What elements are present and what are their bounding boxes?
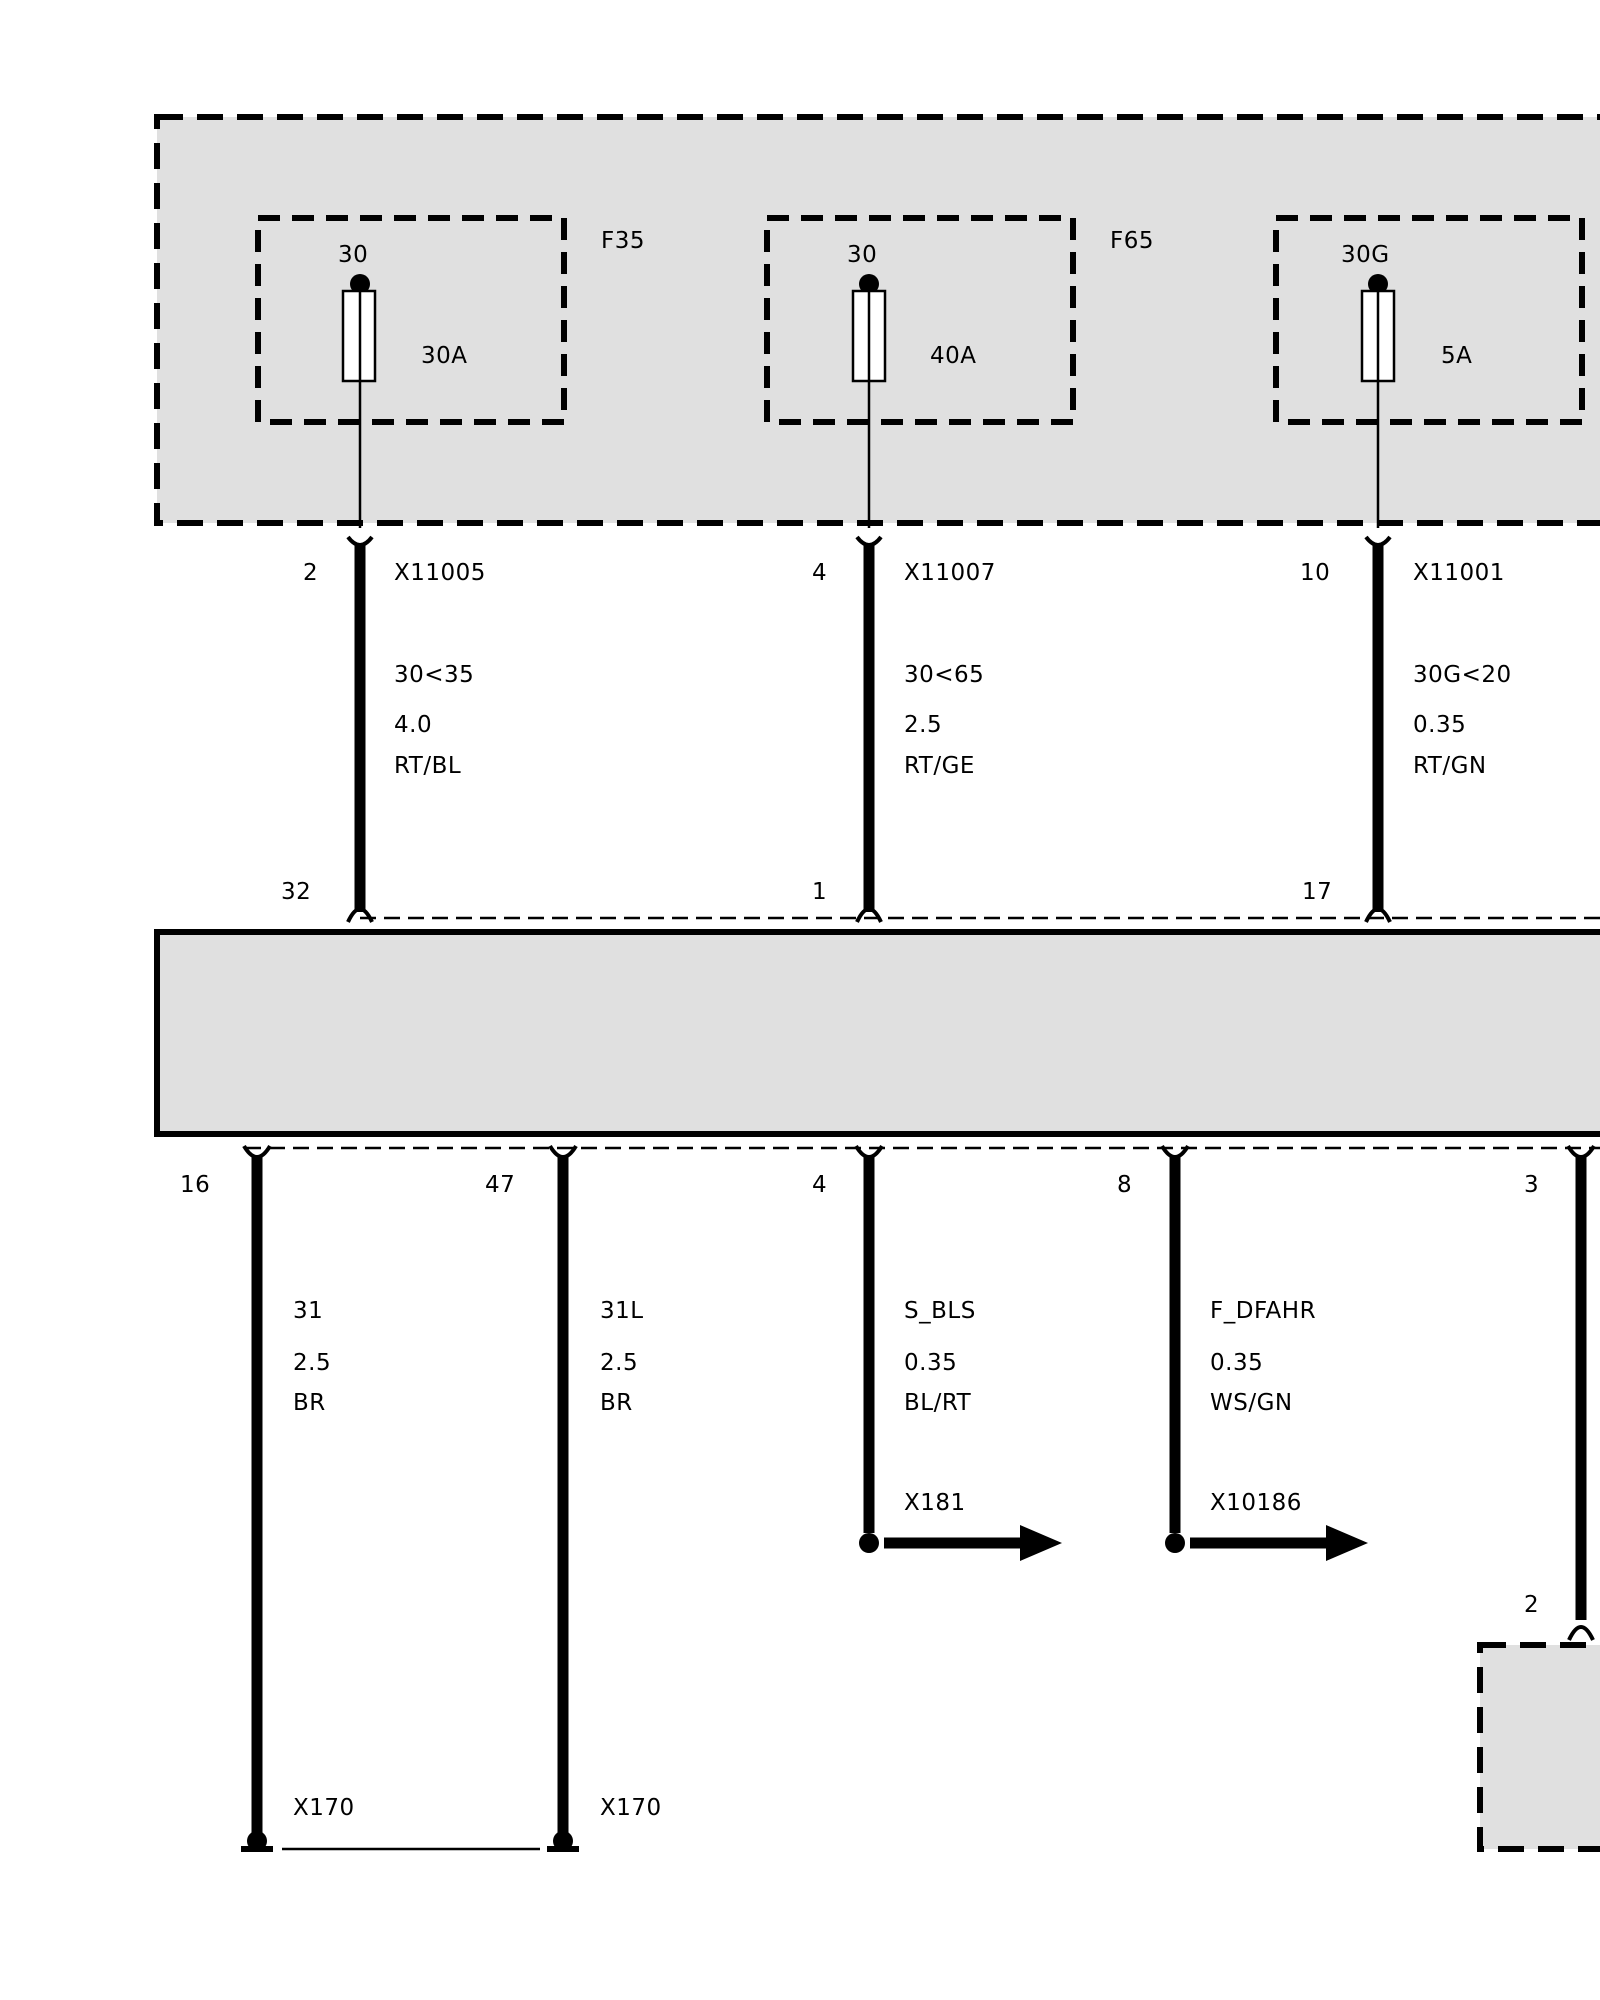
lower-wire-pin47: 47 31L 2.5 BR X170 — [485, 1144, 662, 1852]
fuse-f35: 30 F35 30A — [255, 215, 645, 528]
wire-signal: 31L — [600, 1298, 644, 1324]
wire-color: BL/RT — [904, 1390, 972, 1416]
wire-color: RT/GE — [904, 753, 975, 779]
fuse-30g-terminal: 30G — [1341, 242, 1390, 268]
wire-signal: 30<65 — [904, 662, 984, 688]
wire-color: RT/BL — [394, 753, 461, 779]
wire-signal: 30G<20 — [1413, 662, 1512, 688]
lower-wire-pin8: 8 F_DFAHR 0.35 WS/GN X10186 — [1117, 1144, 1368, 1561]
wire-end-connector: X10186 — [1210, 1490, 1302, 1516]
upper-wire-x11005: 2 X11005 30<35 4.0 RT/BL 32 — [281, 535, 486, 923]
wire-end-pin: 2 — [1524, 1592, 1539, 1618]
arrow-right-icon — [1020, 1525, 1062, 1561]
wire-top-pin: 10 — [1300, 560, 1330, 586]
fuse-f65-frame — [764, 215, 1076, 425]
arrow-right-icon — [1326, 1525, 1368, 1561]
upper-wire-x11001: 10 X11001 30G<20 0.35 RT/GN 17 — [1300, 535, 1512, 923]
wire-color: BR — [293, 1390, 326, 1416]
lower-wire-pin16: 16 31 2.5 BR X170 — [180, 1144, 355, 1852]
wire-gauge: 2.5 — [600, 1350, 638, 1376]
wire-bottom-pin: 1 — [812, 879, 827, 905]
fuse-f35-id: F35 — [601, 228, 645, 254]
component-box-partial — [1477, 1642, 1600, 1852]
pin-cap-top — [346, 535, 374, 547]
wire-color: RT/GN — [1413, 753, 1487, 779]
wire-gauge: 2.5 — [904, 712, 942, 738]
fuse-f35-rating: 30A — [421, 343, 468, 369]
fuse-f65: 30 F65 40A — [764, 215, 1154, 528]
wire-color: WS/GN — [1210, 1390, 1293, 1416]
fuse-30g: 30G 5A — [1273, 215, 1585, 528]
control-module — [154, 929, 1600, 1137]
fuse-f65-id: F65 — [1110, 228, 1154, 254]
wire-color: BR — [600, 1390, 633, 1416]
wire-bottom-pin: 17 — [1302, 879, 1332, 905]
wire-gauge: 0.35 — [904, 1350, 957, 1376]
wire-connector: X11001 — [1413, 560, 1505, 586]
wire-pin: 4 — [812, 1172, 827, 1198]
wire-pin: 47 — [485, 1172, 515, 1198]
terminal-dot — [859, 1533, 879, 1553]
terminal-dot — [1165, 1533, 1185, 1553]
pin-cap-bottom — [346, 907, 374, 923]
wire-pin: 8 — [1117, 1172, 1132, 1198]
wire-signal: F_DFAHR — [1210, 1298, 1316, 1324]
fuse-f35-frame — [255, 215, 567, 425]
wire-end-connector: X181 — [904, 1490, 966, 1516]
wire-bottom-pin: 32 — [281, 879, 311, 905]
pin-cap-top — [1364, 535, 1392, 547]
wire-end-connector: X170 — [600, 1795, 662, 1821]
wire-gauge: 0.35 — [1413, 712, 1466, 738]
wire-signal: 30<35 — [394, 662, 474, 688]
wire-gauge: 0.35 — [1210, 1350, 1263, 1376]
lower-wire-pin3: 3 2 — [1524, 1144, 1596, 1641]
fuse-30g-rating: 5A — [1441, 343, 1472, 369]
pin-cap-top — [855, 535, 883, 547]
wire-top-pin: 2 — [303, 560, 318, 586]
wire-gauge: 4.0 — [394, 712, 432, 738]
upper-wire-x11007: 4 X11007 30<65 2.5 RT/GE 1 — [812, 535, 996, 923]
fuse-30g-frame — [1273, 215, 1585, 425]
wire-signal: S_BLS — [904, 1298, 976, 1324]
lower-wire-pin4: 4 S_BLS 0.35 BL/RT X181 — [812, 1144, 1062, 1561]
wire-signal: 31 — [293, 1298, 323, 1324]
pin-cap-bottom — [855, 907, 883, 923]
wire-end-connector: X170 — [293, 1795, 355, 1821]
wire-connector: X11005 — [394, 560, 486, 586]
fuse-f65-rating: 40A — [930, 343, 977, 369]
pin-cap-bottom — [1364, 907, 1392, 923]
wire-top-pin: 4 — [812, 560, 827, 586]
wire-connector: X11007 — [904, 560, 996, 586]
fuse-f35-terminal: 30 — [338, 242, 368, 268]
fuse-f65-terminal: 30 — [847, 242, 877, 268]
wire-pin: 3 — [1524, 1172, 1539, 1198]
pin-cap-end — [1567, 1625, 1595, 1641]
wire-gauge: 2.5 — [293, 1350, 331, 1376]
wire-pin: 16 — [180, 1172, 210, 1198]
